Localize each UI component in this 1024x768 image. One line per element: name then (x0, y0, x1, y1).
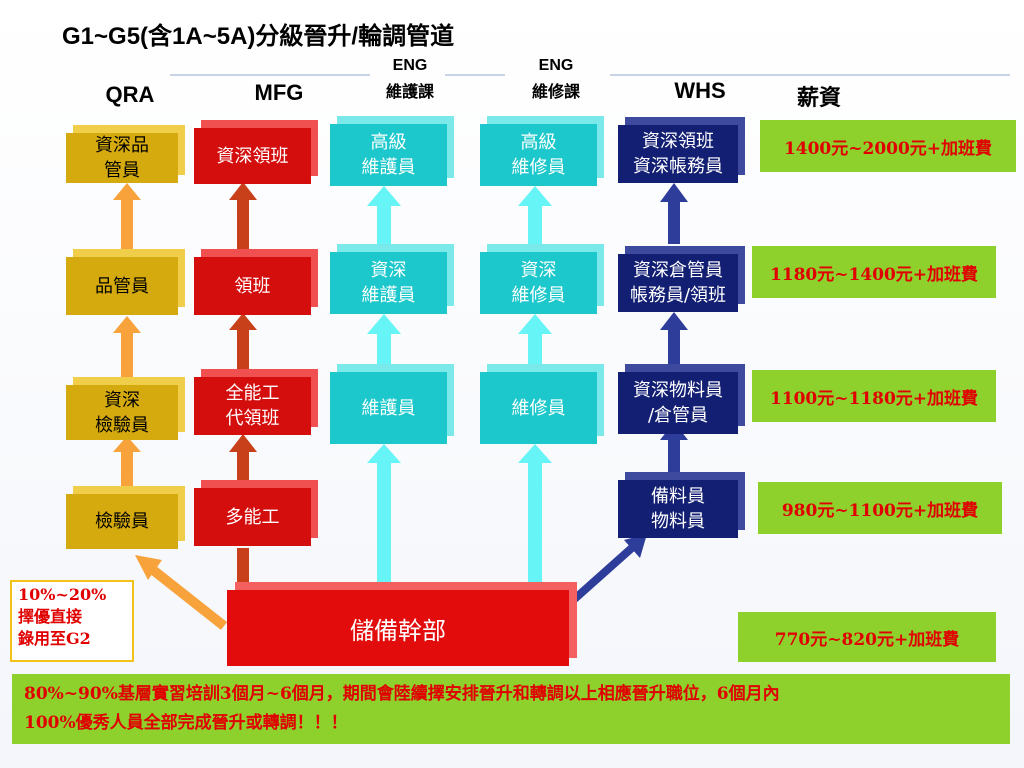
training-note-text: 80%~90%基層實習培訓3個月~6個月，期間會陸續擇安排晉升和轉調以上相應晉升… (24, 684, 780, 733)
eng-repair-staff-box: 維修員 (480, 372, 597, 444)
direct-hire-note: 10%~20% 擇優直接 錄用至G2 (10, 580, 134, 662)
whs-l4-box: 資深領班 資深帳務員 (618, 125, 738, 183)
qra-senior-qc-box: 資深品 管員 (66, 133, 178, 183)
qra-qc-box: 品管員 (66, 257, 178, 315)
arrow-eng-maint-2 (367, 186, 401, 246)
col-header-eng-maint-line1: ENG (392, 57, 428, 74)
arrow-eng-maint-0 (367, 444, 401, 590)
arrow-eng-repair-0 (518, 444, 552, 590)
mfg-senior-leader-box: 資深領班 (194, 128, 311, 184)
arrow-mfg-0 (237, 548, 249, 588)
arrow-mfg-1 (229, 434, 257, 484)
reserve-cadre-box: 儲備幹部 (227, 590, 569, 666)
arrow-qra-2 (113, 316, 141, 379)
salary-g1: 770元~820元+加班費 (738, 612, 996, 662)
eng-maint-staff-box: 維護員 (330, 372, 447, 444)
salary-g2: 980元~1100元+加班費 (758, 482, 1002, 534)
arrow-eng-repair-2 (518, 186, 552, 246)
arrow-reserve-to-whs (567, 534, 647, 606)
qra-inspector-box: 檢驗員 (66, 494, 178, 549)
eng-repair-senior-level-box: 高級 維修員 (480, 124, 597, 186)
mfg-leader-box: 領班 (194, 257, 311, 315)
arrow-reserve-to-qra (135, 555, 228, 630)
deco-line-left (170, 74, 370, 76)
page-title: G1~G5(含1A~5A)分級晉升/輪調管道 (62, 23, 455, 50)
col-header-salary: 薪資 (796, 85, 841, 110)
deco-line-mid (445, 74, 505, 76)
arrow-whs-2 (660, 312, 688, 365)
mfg-all-round-deputy-box: 全能工 代領班 (194, 377, 311, 435)
salary-g5: 1400元~2000元+加班費 (760, 120, 1016, 172)
eng-maint-senior-level-box: 高級 維護員 (330, 124, 447, 186)
arrow-eng-maint-1 (367, 314, 401, 366)
whs-l1-box: 備料員 物料員 (618, 480, 738, 538)
eng-maint-experienced-box: 資深 維護員 (330, 252, 447, 314)
arrow-mfg-2 (229, 313, 257, 373)
arrow-qra-1 (113, 436, 141, 488)
col-header-eng-repair-line1: ENG (538, 57, 574, 74)
salary-g3: 1100元~1180元+加班費 (752, 370, 996, 422)
arrow-qra-3 (113, 183, 141, 250)
salary-g4: 1180元~1400元+加班費 (752, 246, 996, 298)
col-header-eng-maint-line2: 維護課 (385, 84, 434, 101)
mfg-multi-skilled-box: 多能工 (194, 488, 311, 546)
whs-l2-box: 資深物料員 /倉管員 (618, 372, 738, 434)
arrow-whs-3 (660, 183, 688, 244)
arrow-eng-repair-1 (518, 314, 552, 366)
direct-hire-note-text: 10%~20% 擇優直接 錄用至G2 (18, 585, 107, 648)
col-header-whs: WHS (674, 78, 726, 103)
qra-senior-inspector-box: 資深 檢驗員 (66, 385, 178, 440)
arrow-mfg-3 (229, 182, 257, 250)
deco-line-right (610, 74, 1010, 76)
col-header-qra: QRA (105, 82, 155, 107)
training-note: 80%~90%基層實習培訓3個月~6個月，期間會陸續擇安排晉升和轉調以上相應晉升… (12, 674, 1010, 744)
col-header-eng-repair-line2: 維修課 (531, 84, 580, 101)
eng-repair-experienced-box: 資深 維修員 (480, 252, 597, 314)
col-header-mfg: MFG (254, 80, 304, 105)
whs-l3-box: 資深倉管員 帳務員/領班 (618, 254, 738, 312)
